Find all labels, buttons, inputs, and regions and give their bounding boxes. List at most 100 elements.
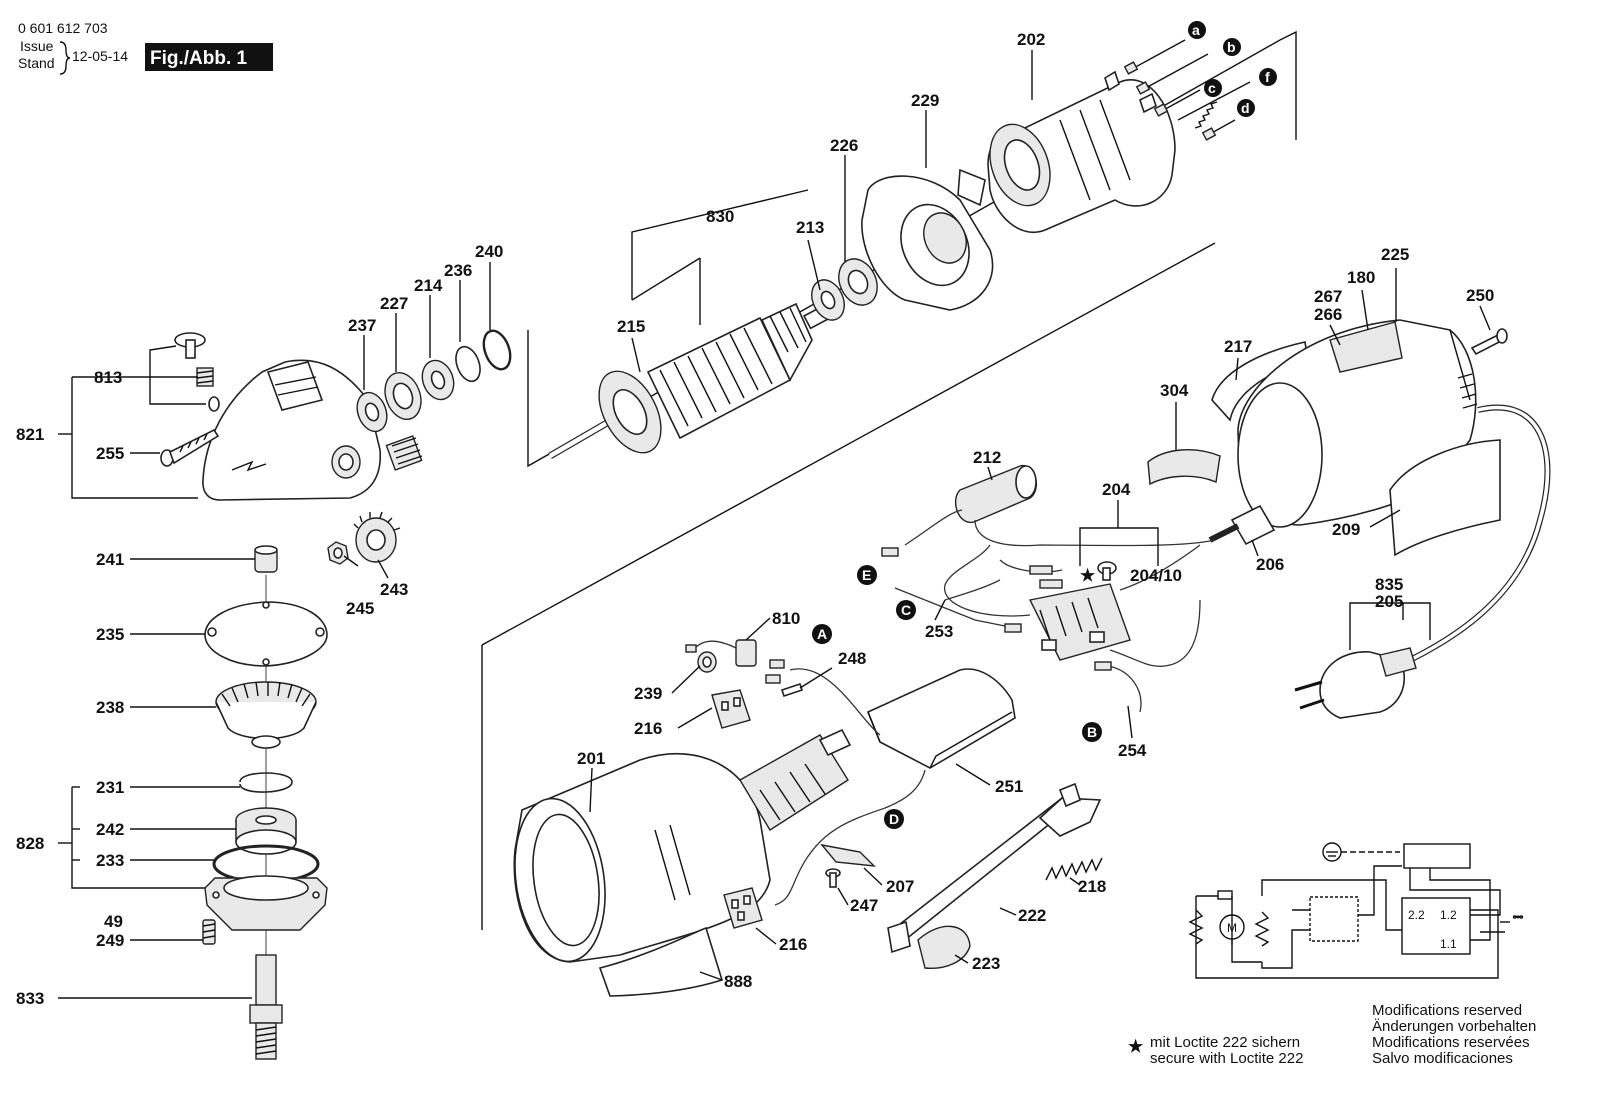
part-833-spindle bbox=[249, 954, 283, 1060]
frame-lines bbox=[481, 30, 1297, 930]
part-250-screw bbox=[1470, 328, 1508, 356]
label-267: 267 bbox=[1314, 287, 1342, 306]
part-238-bevel-gear bbox=[215, 681, 317, 749]
part-215-armature bbox=[548, 302, 832, 460]
label-813: 813 bbox=[94, 368, 122, 387]
badge-c: c bbox=[1204, 79, 1222, 97]
part-204-10-screw bbox=[1097, 561, 1117, 581]
part-243-pinion bbox=[353, 511, 401, 563]
part-222-switch-rod bbox=[887, 782, 1102, 954]
label-204-10: 204/10 bbox=[1130, 566, 1182, 585]
loctite-note-de: mit Loctite 222 sichern bbox=[1150, 1034, 1300, 1051]
part-239-coil bbox=[697, 651, 717, 673]
part-226-bearing bbox=[838, 258, 878, 306]
label-212: 212 bbox=[973, 448, 1001, 467]
label-835: 835 bbox=[1375, 575, 1403, 594]
part-229-air-guide bbox=[861, 168, 994, 311]
badge-A: A bbox=[812, 624, 832, 644]
part-236-ring bbox=[455, 345, 481, 383]
label-248: 248 bbox=[838, 649, 866, 668]
label-225: 225 bbox=[1381, 245, 1409, 264]
badge-B: B bbox=[1082, 722, 1102, 742]
label-214: 214 bbox=[414, 276, 443, 295]
label-240: 240 bbox=[475, 242, 503, 261]
part-237-bearing bbox=[356, 391, 388, 433]
svg-text:d: d bbox=[1241, 100, 1250, 116]
label-215: 215 bbox=[617, 317, 645, 336]
label-207: 207 bbox=[886, 877, 914, 896]
label-226: 226 bbox=[830, 136, 858, 155]
badge-d: d bbox=[1237, 99, 1255, 117]
connector-plugs bbox=[881, 547, 1112, 671]
modifications-es: Salvo modificaciones bbox=[1372, 1050, 1513, 1067]
part-828-bearing-flange bbox=[204, 875, 328, 931]
badge-b: b bbox=[1223, 38, 1241, 56]
switch-terminal-2-2: 2.2 bbox=[1408, 908, 1425, 922]
switch-terminal-1-1: 1.1 bbox=[1440, 937, 1457, 951]
label-209: 209 bbox=[1332, 520, 1360, 539]
label-243: 243 bbox=[380, 580, 408, 599]
modifications-fr: Modifications reservées bbox=[1372, 1034, 1530, 1051]
part-231-circlip bbox=[239, 772, 293, 793]
svg-text:c: c bbox=[1208, 80, 1216, 96]
label-828: 828 bbox=[16, 834, 44, 853]
part-212-capacitor bbox=[955, 465, 1038, 523]
badge-f: f bbox=[1259, 68, 1277, 86]
svg-text:E: E bbox=[862, 567, 871, 583]
svg-text:D: D bbox=[889, 811, 899, 827]
label-254: 254 bbox=[1118, 741, 1147, 760]
switch-terminal-1-2: 1.2 bbox=[1440, 908, 1457, 922]
stand-label: Stand bbox=[18, 55, 55, 71]
part-218-spring bbox=[1045, 857, 1103, 881]
part-207-plate bbox=[820, 843, 876, 867]
label-241: 241 bbox=[96, 550, 124, 569]
label-304: 304 bbox=[1160, 381, 1189, 400]
label-236: 236 bbox=[444, 261, 472, 280]
issue-label: Issue bbox=[20, 38, 54, 54]
svg-text:b: b bbox=[1227, 39, 1236, 55]
badge-D: D bbox=[884, 809, 904, 829]
terminal-pins bbox=[1123, 39, 1251, 141]
label-888: 888 bbox=[724, 972, 752, 991]
svg-text:B: B bbox=[1087, 724, 1097, 740]
part-205-plug bbox=[1294, 647, 1417, 719]
loctite-star: ★ bbox=[1128, 1037, 1144, 1056]
svg-text:f: f bbox=[1265, 69, 1270, 85]
lower-wiring bbox=[774, 668, 926, 906]
part-223-slide-switch bbox=[917, 925, 971, 969]
label-218: 218 bbox=[1078, 877, 1106, 896]
callout-badges: a b c f d A B C D E bbox=[812, 21, 1277, 829]
label-242: 242 bbox=[96, 820, 124, 839]
label-255: 255 bbox=[96, 444, 124, 463]
upper-explosion-frame bbox=[527, 30, 1297, 468]
part-240-circlip bbox=[482, 329, 512, 371]
footer-notes: ★ mit Loctite 222 sichern secure with Lo… bbox=[1128, 1002, 1536, 1067]
part-249-screw bbox=[202, 919, 216, 945]
label-204: 204 bbox=[1102, 480, 1131, 499]
part-251-switch-cover bbox=[866, 668, 1016, 769]
label-247: 247 bbox=[850, 896, 878, 915]
part-202-field bbox=[987, 70, 1176, 233]
badge-a: a bbox=[1188, 21, 1206, 39]
label-266: 266 bbox=[1314, 305, 1342, 324]
part-labels: 202 229 226 830 213 215 240 236 214 227 … bbox=[16, 30, 1494, 1008]
modifications-de: Änderungen vorbehalten bbox=[1372, 1018, 1536, 1035]
part-209-label bbox=[1389, 439, 1501, 557]
label-202: 202 bbox=[1017, 30, 1045, 49]
label-216-top: 216 bbox=[634, 719, 662, 738]
part-227-bearing bbox=[384, 372, 422, 420]
label-223: 223 bbox=[972, 954, 1000, 973]
svg-text:a: a bbox=[1192, 22, 1200, 38]
loctite-note-en: secure with Loctite 222 bbox=[1150, 1050, 1303, 1067]
part-214-bearing bbox=[421, 359, 455, 401]
figure-label: Fig./Abb. 1 bbox=[150, 48, 248, 69]
circuit-schematic: 2.2 1.2 1.1 M bbox=[1188, 842, 1524, 979]
header: 0 601 612 703 Issue Stand 12-05-14 Fig./… bbox=[18, 20, 273, 75]
motor-symbol: M bbox=[1227, 921, 1237, 935]
part-206-cable bbox=[1208, 404, 1551, 663]
label-231: 231 bbox=[96, 778, 124, 797]
part-810-suppressor bbox=[685, 639, 757, 667]
label-229: 229 bbox=[911, 91, 939, 110]
gear-head-housing bbox=[202, 359, 382, 501]
